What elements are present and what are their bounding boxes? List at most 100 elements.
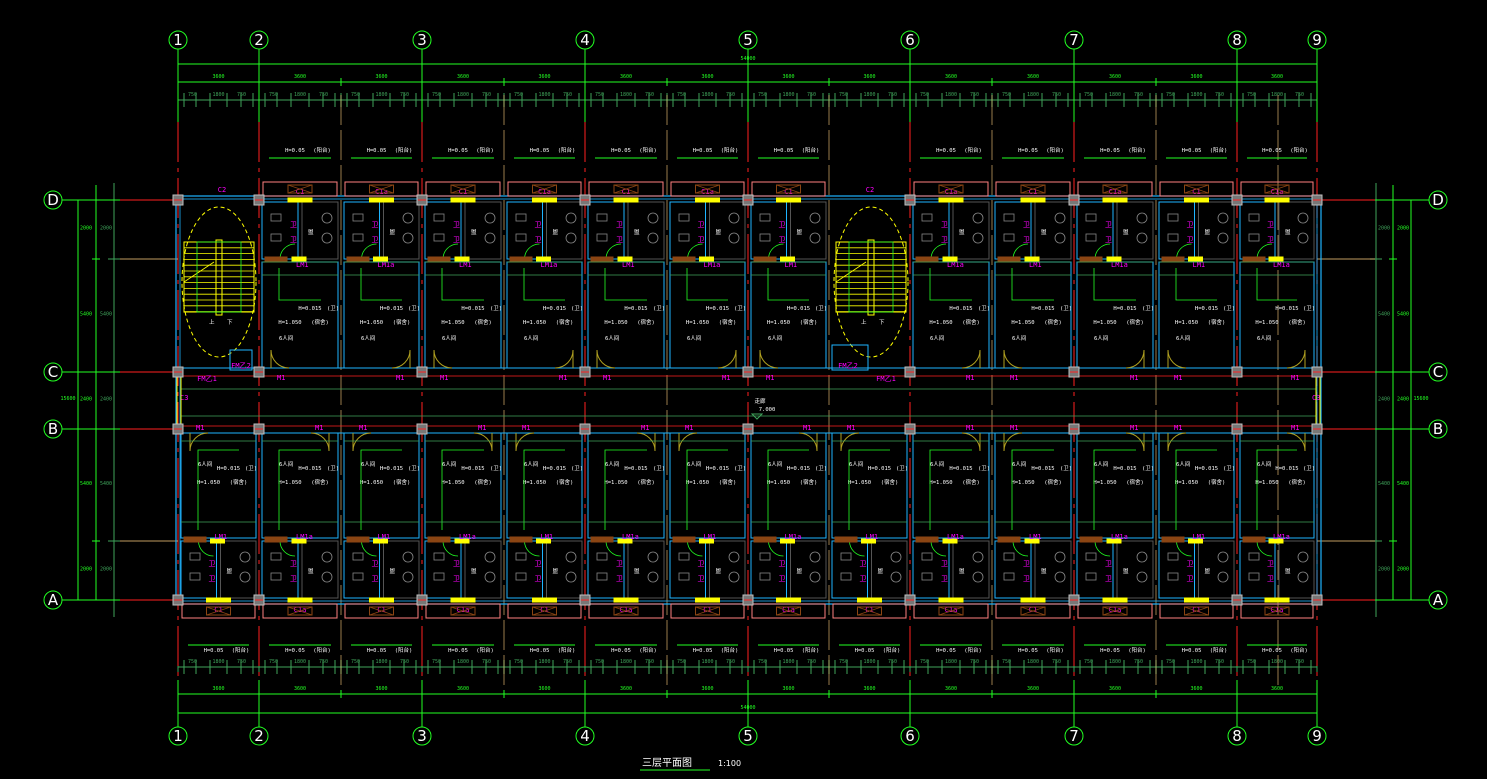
entry-door-swing <box>840 432 860 452</box>
toilet-fixture-icon <box>596 552 608 561</box>
balcony-level-label: H=0.05 <box>285 648 305 654</box>
window-tag: C1a <box>1271 606 1284 614</box>
sink-fixture-icon <box>565 551 577 563</box>
sink-fixture-icon <box>484 571 496 583</box>
toilet-tag: 卫 <box>1187 575 1194 583</box>
room-name-label: 6人间 <box>1012 460 1026 468</box>
balcony-outline <box>1159 181 1234 197</box>
dorm-room-outline <box>994 261 1072 369</box>
toilet-tag: 卫 <box>1267 221 1274 229</box>
toilet-fixture-icon <box>921 572 933 581</box>
dim-detail-value: 1800 <box>1190 659 1202 665</box>
room-area-label: H=1.050 <box>441 480 464 486</box>
dim-detail-value: 750 <box>237 659 246 665</box>
axis-bubble-label: D <box>47 191 59 209</box>
ac-cross <box>287 606 313 616</box>
room-leader-line <box>1175 268 1217 301</box>
washroom-label: 盥 <box>390 228 396 236</box>
room-name-label: 6人间 <box>524 460 538 468</box>
dim-detail-value: 750 <box>237 92 246 98</box>
dim-depth-value: 2400 <box>80 397 92 403</box>
dorm-room-outline <box>750 432 827 539</box>
room-type-note: (宿舍) <box>1208 318 1226 326</box>
axis-bubble-circle <box>575 30 595 50</box>
planter-box <box>509 256 533 263</box>
entry-door-tag: M1 <box>603 374 611 382</box>
toilet-fixture-icon <box>270 552 282 561</box>
dim-detail-value: 750 <box>677 659 686 665</box>
toilet-tag: 卫 <box>1023 560 1030 568</box>
window <box>287 597 313 603</box>
axis-bubble-label: 6 <box>905 31 915 49</box>
ac-cross <box>695 184 720 194</box>
toilet-fixture-icon <box>678 213 690 222</box>
dim-detail-value: 750 <box>482 92 491 98</box>
balcony-door-tag: LM1a <box>296 533 313 541</box>
balcony-outline <box>995 603 1071 619</box>
ac-cross <box>532 184 557 194</box>
room-level-note: (卫) <box>1303 305 1315 312</box>
axis-bubble-circle <box>168 30 188 50</box>
balcony-door-tag: LM1 <box>866 533 879 541</box>
dim-detail-value: 750 <box>888 659 897 665</box>
dim-detail-value: 1800 <box>782 92 794 98</box>
balcony-door-tag: LM1 <box>1193 261 1206 269</box>
balcony-outline <box>832 603 907 619</box>
dim-detail-value: 750 <box>1247 659 1256 665</box>
room-level-label: H=0.015 <box>1275 306 1298 312</box>
room-name-label: 6人间 <box>687 460 701 468</box>
room-level-label: H=0.015 <box>706 306 729 312</box>
axis-bubble-label: 3 <box>417 727 427 745</box>
dim-detail-value: 1800 <box>375 92 387 98</box>
axis-bubble-circle <box>1307 726 1327 746</box>
window-tag-c2: C2 <box>218 186 226 194</box>
entry-door-swing <box>798 432 818 452</box>
window-tag: C1 <box>1192 188 1200 196</box>
room-leader-line <box>929 268 972 301</box>
dim-detail-value: 750 <box>563 92 572 98</box>
air-conditioner-unit <box>369 184 394 194</box>
room-level-note: (卫) <box>490 465 502 472</box>
balcony-door-tag: LM1 <box>622 261 635 269</box>
window <box>1264 597 1290 603</box>
dim-detail-value: 750 <box>188 92 197 98</box>
toilet-fixture-icon <box>515 572 527 581</box>
room-level-label: H=0.015 <box>1031 466 1054 472</box>
dorm-unit: 卫卫盥LM1C1H=0.05(阳台)H=0.015(卫)H=1.050(宿舍)6… <box>994 146 1072 382</box>
balcony-door-tag: LM1 <box>541 533 554 541</box>
room-area-label: H=1.050 <box>686 320 709 326</box>
toilet-tag: 卫 <box>698 236 705 244</box>
toilet-tag: 卫 <box>941 221 948 229</box>
dim-detail-value: 1800 <box>212 92 224 98</box>
entry-door-tag: M1 <box>966 374 974 382</box>
room-level-note: (卫) <box>408 465 420 472</box>
dorm-room-outline <box>1076 261 1154 369</box>
dim-bay-value: 3600 <box>1027 74 1039 80</box>
dim-detail-value: 750 <box>758 659 767 665</box>
washroom-outline <box>464 540 502 599</box>
planter-box <box>753 256 777 263</box>
sink-fixture-icon <box>484 551 496 563</box>
washroom-outline <box>464 201 502 260</box>
corridor-elevation: 7.000 <box>759 407 776 413</box>
planter-box <box>834 536 858 543</box>
stair-up-label: 上 <box>861 318 867 326</box>
dim-bay-value: 3600 <box>620 74 632 80</box>
room-leader-line <box>1093 268 1136 301</box>
bath-door-swing <box>930 540 947 557</box>
bathroom-outline <box>1239 540 1276 599</box>
bath-door-swing <box>198 540 214 557</box>
dorm-unit: 卫卫盥LM1aC1aH=0.05(阳台)H=0.015(卫)H=1.050(宿舍… <box>669 146 746 382</box>
dim-depth-value: 5400 <box>80 312 92 318</box>
toilet-fixture-icon <box>678 552 690 561</box>
sink-fixture-icon <box>484 212 496 224</box>
balcony-note-label: (阳台) <box>313 646 331 654</box>
toilet-fixture-icon <box>189 572 201 581</box>
toilet-fixture-icon <box>1085 552 1097 561</box>
washroom-label: 盥 <box>1205 567 1211 575</box>
dorm-unit: 卫卫盥LM1aC1aH=0.05(阳台)H=0.015(卫)H=1.050(宿舍… <box>750 424 827 654</box>
sink-fixture-icon <box>809 212 821 224</box>
window <box>1020 597 1046 603</box>
toilet-tag: 卫 <box>1105 560 1112 568</box>
balcony-outline <box>1077 603 1153 619</box>
